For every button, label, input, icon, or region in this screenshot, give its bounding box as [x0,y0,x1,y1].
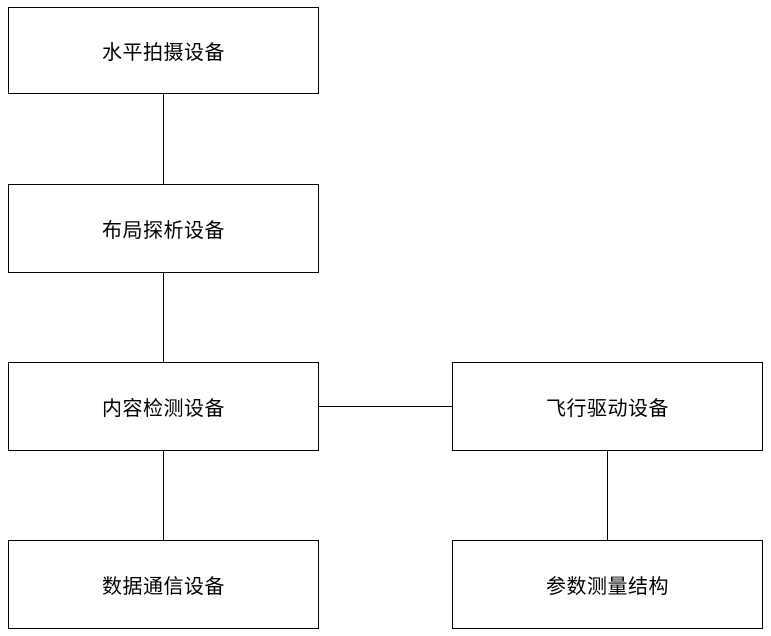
connector-capture-to-layout [163,94,164,184]
node-label: 内容检测设备 [102,392,225,421]
node-label: 水平拍摄设备 [102,36,225,65]
node-flight-drive-device: 飞行驱动设备 [452,362,763,451]
node-parameter-measurement-structure: 参数测量结构 [452,540,763,629]
node-layout-analysis-device: 布局探析设备 [8,184,319,273]
node-content-detection-device: 内容检测设备 [8,362,319,451]
connector-layout-to-detection [163,273,164,362]
connector-detection-to-flight [319,406,452,407]
node-label: 飞行驱动设备 [546,392,669,421]
node-horizontal-capture-device: 水平拍摄设备 [8,7,319,94]
node-label: 布局探析设备 [102,214,225,243]
connector-flight-to-measurement [607,451,608,540]
node-label: 数据通信设备 [102,570,225,599]
connector-detection-to-communication [163,451,164,540]
node-label: 参数测量结构 [546,570,669,599]
node-data-communication-device: 数据通信设备 [8,540,319,629]
